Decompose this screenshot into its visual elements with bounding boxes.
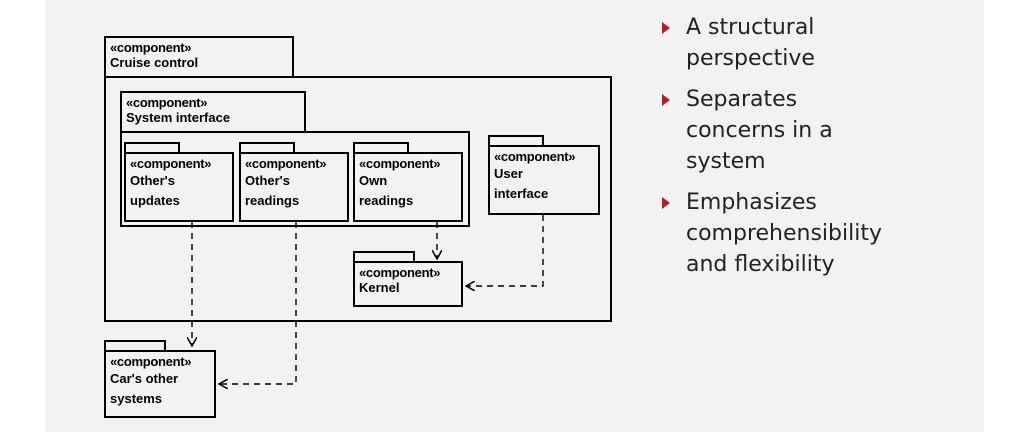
kernel-component: «component» Kernel <box>353 261 463 307</box>
component-name-line2: interface <box>494 186 549 201</box>
bullet-item: Emphasizes comprehensibility and flexibi… <box>660 187 960 280</box>
own-readings-component: «component» Own readings <box>353 152 463 222</box>
bullet-line: system <box>686 149 766 174</box>
bullet-line: and flexibility <box>686 252 835 277</box>
component-name-line1: User <box>494 166 523 181</box>
bullet-item: Separates concerns in a system <box>660 84 960 177</box>
bullet-arrow-icon <box>662 197 670 209</box>
stereotype-label: «component» <box>110 354 192 369</box>
component-tab <box>488 135 544 147</box>
component-name: Cruise control <box>110 55 199 70</box>
component-name-line2: systems <box>110 391 163 406</box>
bullet-line: comprehensibility <box>686 221 882 246</box>
cars-other-systems-component: «component» Car's other systems <box>104 350 216 418</box>
stereotype-label: «component» <box>126 95 208 110</box>
bullet-arrow-icon <box>662 22 670 34</box>
stereotype-label: «component» <box>110 40 192 55</box>
bullet-line: concerns in a <box>686 118 833 143</box>
cruise-control-body <box>104 76 612 322</box>
bullet-line: Emphasizes <box>686 190 817 215</box>
bullet-item: A structural perspective <box>660 12 960 74</box>
component-tab <box>353 142 409 154</box>
stereotype-label: «component» <box>359 156 441 171</box>
component-name-line1: Other's <box>245 173 290 188</box>
dependency-arrow <box>466 215 544 286</box>
component-name-line1: Car's other <box>110 371 179 386</box>
component-tab <box>353 251 415 263</box>
user-interface-component: «component» User interface <box>488 145 600 215</box>
component-tab <box>104 340 166 352</box>
component-name-line2: readings <box>245 193 300 208</box>
component-tab <box>124 142 180 154</box>
dependency-arrow <box>219 222 297 384</box>
bullet-line: Separates <box>686 87 798 112</box>
component-name-line1: Own <box>359 173 388 188</box>
component-name: System interface <box>126 110 231 125</box>
component-name-line2: readings <box>359 193 414 208</box>
stereotype-label: «component» <box>130 156 212 171</box>
bullet-line: perspective <box>686 46 815 71</box>
others-readings-component: «component» Other's readings <box>239 152 349 222</box>
bullet-arrow-icon <box>662 94 670 106</box>
bullet-line: A structural <box>686 15 815 40</box>
slide-background <box>45 0 984 432</box>
others-updates-component: «component» Other's updates <box>124 152 234 222</box>
stereotype-label: «component» <box>245 156 327 171</box>
bullet-list: A structural perspective Separates conce… <box>660 12 960 290</box>
stereotype-label: «component» <box>494 149 576 164</box>
component-tab <box>239 142 295 154</box>
component-name: Kernel <box>359 280 400 295</box>
component-name-line2: updates <box>130 193 180 208</box>
system-interface-body <box>120 131 470 227</box>
component-name-line1: Other's <box>130 173 175 188</box>
stereotype-label: «component» <box>359 265 441 280</box>
